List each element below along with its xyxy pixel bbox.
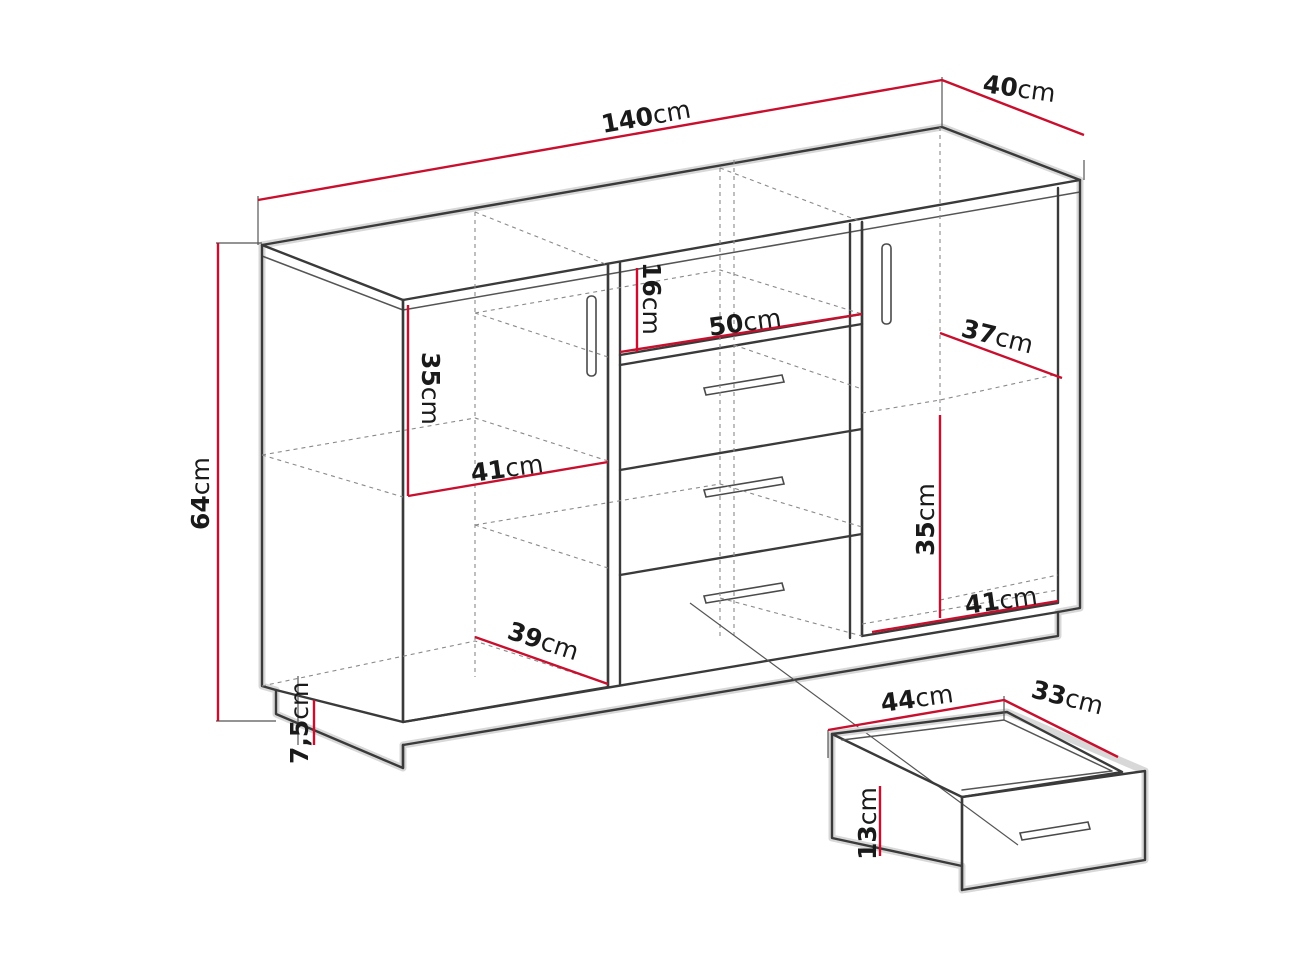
label-right-shelf-depth-bottom: 41cm xyxy=(963,581,1039,620)
left-door-handle xyxy=(586,295,597,377)
label-right-shelf-height: 35cm xyxy=(911,483,940,556)
label-left-shelf-height: 35cm xyxy=(416,352,445,425)
cabinet-body xyxy=(258,123,1084,846)
drawer-1-handle xyxy=(702,374,786,396)
label-drawer-height: 13cm xyxy=(853,787,882,860)
label-overall-height: 64cm xyxy=(186,457,215,530)
drawer-3-handle xyxy=(702,582,786,604)
label-open-niche-width: 50cm xyxy=(707,303,783,342)
dimension-lines xyxy=(216,77,1119,856)
label-left-shelf-depth-top: 41cm xyxy=(469,449,545,488)
drawer-callout-line xyxy=(689,602,1019,846)
label-drawer-depth: 33cm xyxy=(1029,675,1107,721)
dimension-labels: 140cm 40cm 64cm 7,5cm 35cm 41cm 39cm 16c… xyxy=(186,69,1106,860)
label-left-shelf-depth-bottom: 39cm xyxy=(504,616,582,666)
label-open-niche-height: 16cm xyxy=(637,262,666,335)
label-drawer-width: 44cm xyxy=(879,679,955,718)
drawer-2-handle xyxy=(702,476,786,498)
label-right-shelf-depth-top: 37cm xyxy=(959,314,1037,360)
label-overall-depth: 40cm xyxy=(981,69,1057,108)
detached-drawer xyxy=(828,708,1149,894)
detached-drawer-handle xyxy=(1018,821,1092,841)
hidden-interior-lines xyxy=(261,127,1059,687)
label-plinth-height: 7,5cm xyxy=(285,682,314,764)
right-door-handle xyxy=(881,243,892,325)
label-overall-width: 140cm xyxy=(599,95,693,139)
